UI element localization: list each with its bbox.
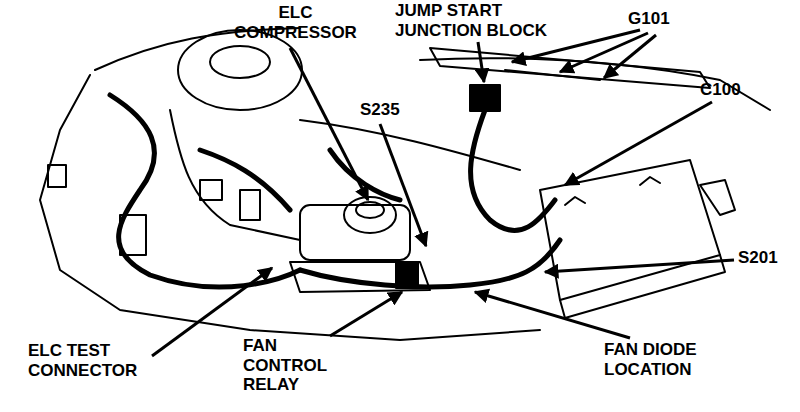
leader-arrow xyxy=(565,102,712,185)
leader-arrow xyxy=(604,35,656,78)
part-label: ELC COMPRESSOR xyxy=(228,3,363,42)
fender-lip xyxy=(170,110,300,240)
battery-terminals xyxy=(565,177,660,205)
leader-arrow xyxy=(545,260,734,272)
compressor-body xyxy=(300,205,410,260)
harness xyxy=(300,240,560,287)
left-connector xyxy=(48,165,66,187)
leader-arrow xyxy=(380,124,426,246)
strut-tower xyxy=(178,30,302,110)
strut-top xyxy=(210,46,270,78)
part-label: C100 xyxy=(700,80,741,100)
harness xyxy=(200,150,290,210)
part-label: FAN DIODE LOCATION xyxy=(604,340,719,379)
part-label: FAN CONTROL RELAY xyxy=(243,336,338,395)
compressor-end xyxy=(344,197,396,233)
part-label: S235 xyxy=(360,100,400,120)
leader-arrow xyxy=(290,48,368,200)
part-label: G101 xyxy=(628,9,670,29)
headlamp xyxy=(700,180,735,215)
left-connector xyxy=(240,190,260,220)
bay-edge xyxy=(300,120,520,170)
harness xyxy=(110,95,300,287)
part-label: S201 xyxy=(738,248,778,268)
part-label: JUMP START JUNCTION BLOCK xyxy=(395,1,565,40)
compressor-cap xyxy=(356,202,384,218)
left-connector xyxy=(200,180,222,200)
leader-arrow xyxy=(475,292,630,338)
leader-arrow xyxy=(330,292,402,336)
ground-strap xyxy=(505,70,600,80)
harness xyxy=(471,110,555,230)
leader-arrow xyxy=(478,42,484,82)
inner-fender xyxy=(40,75,540,340)
cowl-line xyxy=(95,28,770,110)
battery-box xyxy=(540,160,720,300)
junction-block xyxy=(470,85,500,111)
part-label: ELC TEST CONNECTOR xyxy=(28,341,153,380)
